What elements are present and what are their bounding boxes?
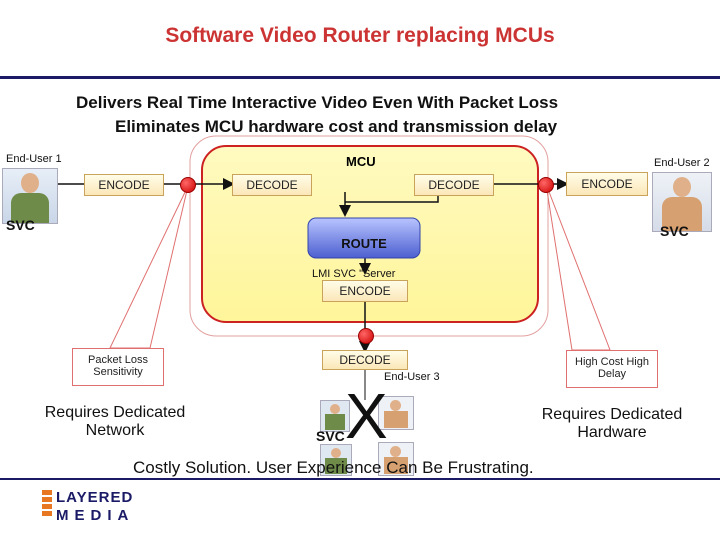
- high-cost-callout: High Cost High Delay: [566, 350, 658, 388]
- connection-dot-bottom: [358, 328, 374, 344]
- route-box: [307, 217, 421, 259]
- user-3-person-icon-c: [320, 444, 352, 476]
- page-title: Software Video Router replacing MCUs: [165, 24, 555, 47]
- user-2-person-icon: [652, 172, 712, 232]
- server-label: LMI SVC "Server: [312, 268, 396, 280]
- end-user-2-label: End-User 2: [654, 157, 710, 169]
- requires-network-text: Requires Dedicated Network: [44, 404, 186, 439]
- subtitle-line-1: Delivers Real Time Interactive Video Eve…: [76, 93, 559, 112]
- user-3-person-icon-d: [378, 442, 414, 476]
- footer-rule: [0, 478, 720, 480]
- encode-right-box: ENCODE: [566, 172, 648, 196]
- connection-dot-right: [538, 177, 554, 193]
- end-user-1-label: End-User 1: [6, 153, 62, 165]
- decode-bottom-box: DECODE: [322, 350, 408, 370]
- svc-right-label: SVC: [660, 223, 689, 239]
- decode-right-box: DECODE: [414, 174, 494, 196]
- requires-hardware-text: Requires Dedicated Hardware: [541, 406, 683, 441]
- end-user-3-label: End-User 3: [384, 371, 440, 383]
- route-label: ROUTE: [341, 236, 387, 251]
- svc-bottom-label: SVC: [316, 428, 345, 444]
- logo-line-1: LAYERED: [56, 489, 134, 506]
- layered-media-logo-mark: [42, 490, 52, 522]
- user-3-person-icon-b: [378, 396, 414, 430]
- packet-loss-callout: Packet Loss Sensitivity: [72, 348, 164, 386]
- user-1-person-icon: [2, 168, 58, 224]
- mcu-label: MCU: [346, 154, 376, 169]
- svc-left-label: SVC: [6, 217, 35, 233]
- logo-line-2: MEDIA: [56, 507, 135, 524]
- title-rule: [0, 76, 720, 79]
- user-3-person-icon-a: [320, 400, 350, 432]
- costly-solution-text: Costly Solution. User Experience Can Be …: [133, 458, 534, 477]
- callout-packet-loss-pointer: [109, 185, 189, 349]
- callout-high-cost-pointer: [545, 183, 611, 351]
- connection-dot-left: [180, 177, 196, 193]
- server-encode-box: ENCODE: [322, 280, 408, 302]
- x-mark: X: [345, 380, 388, 452]
- decode-left-box: DECODE: [232, 174, 312, 196]
- subtitle-line-2: Eliminates MCU hardware cost and transmi…: [115, 117, 558, 136]
- encode-left-box: ENCODE: [84, 174, 164, 196]
